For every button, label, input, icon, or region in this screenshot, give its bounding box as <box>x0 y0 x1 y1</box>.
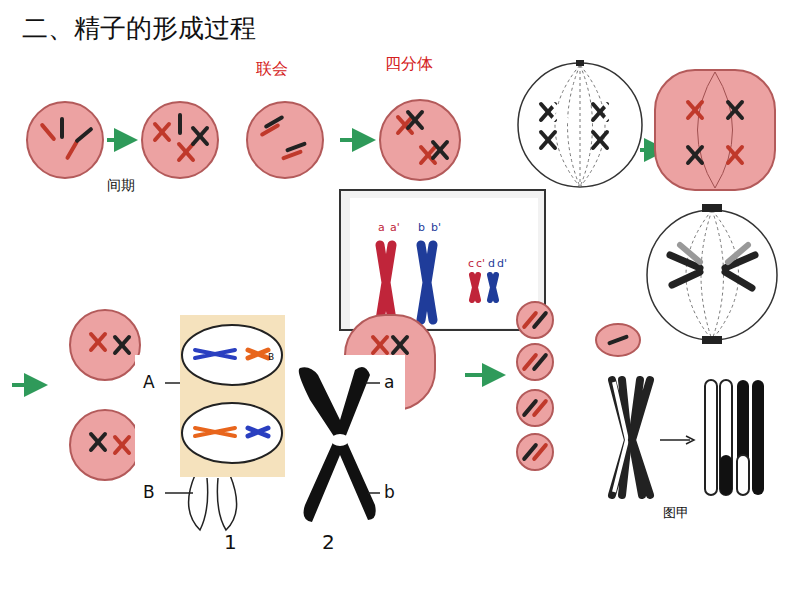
secondary-cell <box>70 310 140 380</box>
anaphase-one-cell <box>655 70 775 190</box>
figure-label: d <box>488 258 495 270</box>
figure-label: b <box>418 222 425 234</box>
figure-label: b' <box>431 222 441 234</box>
crossing-over-panel <box>580 362 776 530</box>
figure-label: 间期 <box>107 178 135 193</box>
replicated-cell <box>142 102 218 178</box>
synapsis-cell <box>247 102 323 178</box>
secondary-cell <box>70 410 140 480</box>
small-cell <box>596 324 640 356</box>
figure-label: 1 <box>224 531 237 553</box>
figure-label: 联会 <box>256 60 288 78</box>
metaphase-one-cell <box>518 60 642 187</box>
figure-label: d' <box>497 258 507 270</box>
figure-label: 2 <box>322 531 335 553</box>
figure-label: B <box>268 353 274 363</box>
spermatid-cells <box>517 302 553 470</box>
figure-label: c <box>468 258 474 270</box>
figure-label: B <box>143 483 155 502</box>
metaphase-two-cell <box>647 204 777 344</box>
figure-label: a' <box>390 222 400 234</box>
figure-label: 四分体 <box>385 55 433 73</box>
slide-title: 二、精子的形成过程 <box>22 14 256 43</box>
figure-label: b <box>384 483 395 502</box>
figure-label: a <box>384 373 394 392</box>
figure-label: a <box>378 222 385 234</box>
tetrad-cell <box>380 100 460 180</box>
homolog-panel <box>340 190 545 330</box>
figure-label: 图甲 <box>663 506 689 520</box>
nucleus-panel <box>180 315 285 477</box>
figure-label: c' <box>476 258 485 270</box>
interphase-cell <box>27 102 103 178</box>
figure-label: A <box>143 373 155 392</box>
